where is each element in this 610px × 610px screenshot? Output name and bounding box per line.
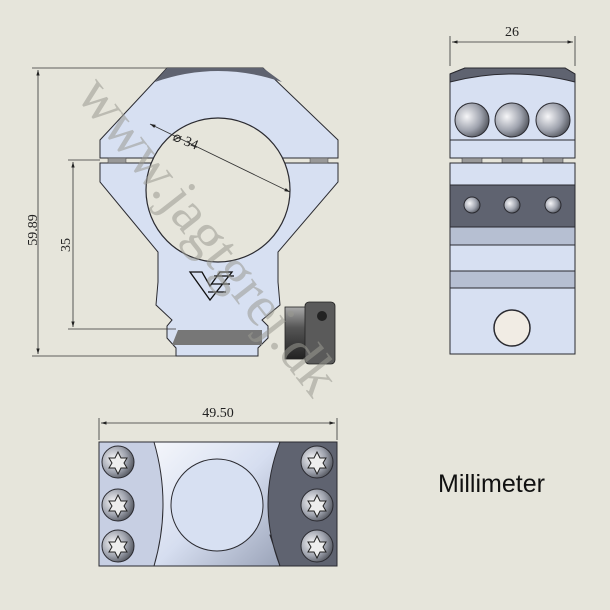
ve-logo-icon <box>188 271 234 302</box>
width-dimension: 26 <box>505 25 519 40</box>
top-view <box>98 441 338 567</box>
length-dimension: 49.50 <box>202 406 234 421</box>
front-dimensions <box>32 67 291 357</box>
side-view <box>449 67 576 355</box>
total-height-dimension: 59.89 <box>26 214 41 246</box>
side-dimensions <box>449 36 576 66</box>
center-height-dimension: 35 <box>59 238 74 252</box>
top-dimensions <box>98 418 338 440</box>
units-label: Millimeter <box>438 470 545 498</box>
